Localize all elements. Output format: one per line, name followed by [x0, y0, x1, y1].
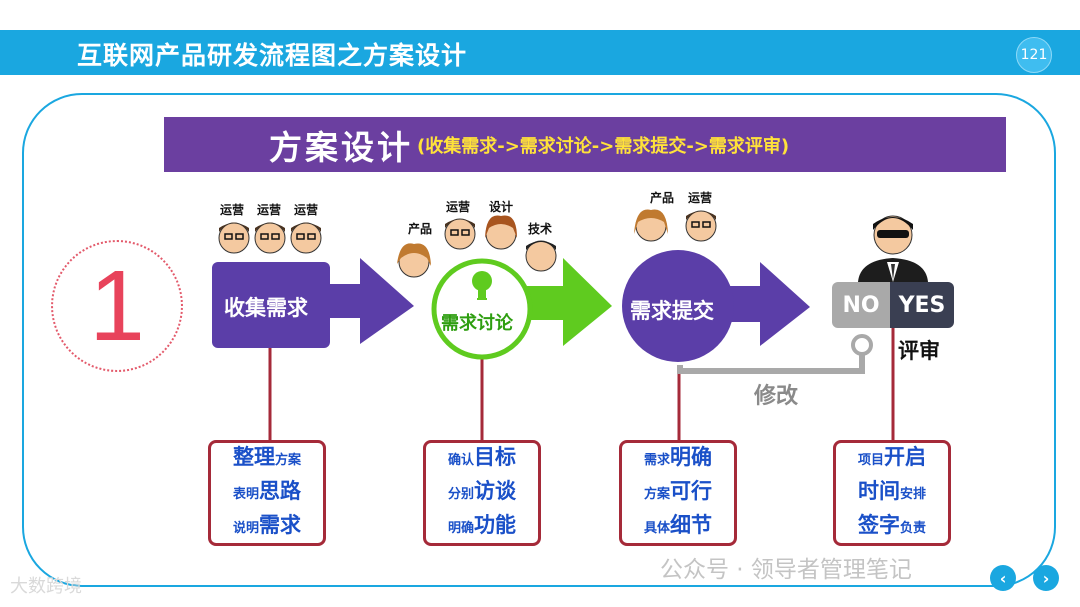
detail-text: 细节: [670, 513, 712, 537]
detail-text: 负责: [899, 521, 926, 536]
detail-text: 可行: [670, 479, 712, 503]
watermark-left: 大数跨境: [10, 576, 82, 597]
detail-box-submit: 需求明确 方案可行 具体细节: [619, 440, 737, 546]
detail-text: 访谈: [474, 479, 516, 503]
stage-collect-label: 收集需求: [224, 296, 308, 320]
role-label: 运营: [257, 203, 282, 217]
detail-text: 项目: [857, 453, 884, 468]
detail-text: 需求: [259, 513, 301, 537]
detail-text: 思路: [259, 479, 301, 503]
detail-text: 方案: [274, 453, 301, 468]
review-label: 评审: [898, 339, 940, 363]
detail-box-discuss: 确认目标 分别访谈 明确功能: [423, 440, 541, 546]
avatar-icon: [685, 210, 717, 242]
detail-text: 方案: [643, 487, 670, 502]
step-number-circle: 1: [51, 240, 183, 372]
stage-submit-circle: [622, 250, 734, 362]
no-button: NO: [832, 282, 890, 328]
avatar-icon: [525, 240, 557, 272]
avatar-icon: [444, 218, 476, 250]
role-label: 运营: [220, 203, 245, 217]
stage-collect-box: [212, 262, 330, 348]
header-bar: [0, 30, 1080, 75]
arrow-1: [325, 258, 414, 344]
revise-loop-knob: [851, 334, 873, 356]
role-label: 产品: [408, 222, 433, 236]
page-number: 121: [1016, 37, 1052, 73]
avatar-icon: [397, 243, 431, 278]
prev-slide-button[interactable]: ‹: [990, 565, 1016, 591]
detail-text: 整理: [232, 445, 275, 469]
stage-discuss-circle: [431, 258, 533, 360]
detail-text: 确认: [447, 453, 474, 468]
avatar-icon: [254, 222, 286, 254]
detail-text: 开启: [884, 445, 926, 469]
next-slide-button[interactable]: ›: [1033, 565, 1059, 591]
banner-title: 方案设计: [269, 127, 413, 167]
detail-text: 分别: [447, 487, 474, 502]
page-title: 互联网产品研发流程图之方案设计: [77, 41, 468, 70]
avatar-icon: [485, 215, 517, 250]
detail-text: 目标: [474, 445, 516, 469]
detail-text: 安排: [899, 487, 926, 502]
detail-text: 表明: [232, 487, 259, 502]
title-banner: 方案设计 (收集需求->需求讨论->需求提交->需求评审): [164, 117, 1006, 172]
role-label: 产品: [650, 191, 675, 205]
revise-label: 修改: [754, 384, 799, 409]
lightbulb-icon: [472, 271, 492, 300]
detail-box-review: 项目开启 时间安排 签字负责: [833, 440, 951, 546]
detail-text: 功能: [474, 513, 516, 537]
detail-box-collect: 整理方案 表明思路 说明需求: [208, 440, 326, 546]
detail-text: 说明: [232, 521, 259, 536]
arrow-3: [730, 262, 810, 346]
step-number: 1: [89, 250, 145, 362]
detail-text: 明确: [670, 445, 712, 469]
revise-loop: [677, 352, 865, 374]
yes-button: YES: [890, 282, 954, 328]
arrow-2: [525, 258, 612, 346]
role-label: 运营: [294, 203, 319, 217]
avatar-icon: [218, 222, 250, 254]
detail-text: 明确: [447, 521, 474, 536]
watermark: 公众号 · 领导者管理笔记: [660, 557, 912, 583]
avatar-icon: [634, 209, 668, 242]
role-label: 运营: [446, 200, 471, 214]
reviewer-icon: [858, 215, 928, 282]
banner-subtitle: (收集需求->需求讨论->需求提交->需求评审): [417, 135, 790, 157]
content-frame: [22, 93, 1056, 587]
role-label: 设计: [489, 200, 514, 214]
detail-text: 签字: [857, 513, 900, 537]
detail-text: 时间: [857, 479, 900, 503]
stage-submit-label: 需求提交: [630, 299, 714, 323]
role-label: 技术: [528, 222, 553, 236]
detail-text: 具体: [643, 521, 670, 536]
avatar-icon: [290, 222, 322, 254]
detail-text: 需求: [643, 453, 670, 468]
role-label: 运营: [688, 191, 713, 205]
stage-discuss-label: 需求讨论: [441, 313, 513, 334]
